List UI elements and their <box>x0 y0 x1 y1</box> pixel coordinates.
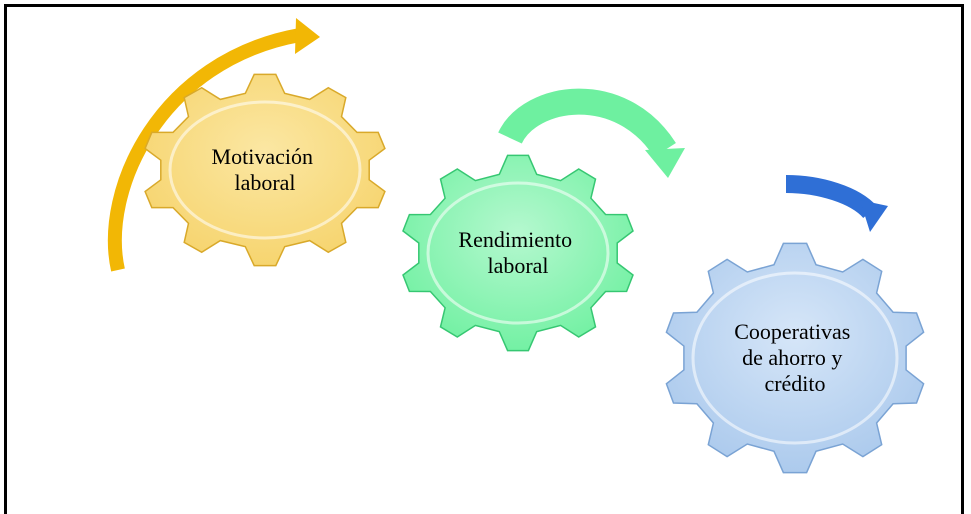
gear-label-line: crédito <box>764 371 825 396</box>
gear-motivacion: Motivación laboral <box>144 73 386 267</box>
gear-label-line: Motivación <box>212 144 313 169</box>
gear-cooperativas: Cooperativas de ahorro y crédito <box>665 242 925 474</box>
gear-motivacion-label: Motivación laboral <box>212 144 319 195</box>
gear-label-line: laboral <box>234 170 295 195</box>
gear-label-line: de ahorro y <box>742 345 842 370</box>
gear-rendimiento-label: Rendimiento laboral <box>458 227 577 278</box>
gear-label-line: laboral <box>487 253 548 278</box>
gear-label-line: Rendimiento <box>458 227 572 252</box>
arrow-motivacion <box>107 18 320 272</box>
diagram-frame <box>4 4 964 514</box>
arrow-rendimiento <box>498 88 685 178</box>
gear-rendimiento: Rendimiento laboral <box>402 154 634 352</box>
gear-cooperativas-label: Cooperativas de ahorro y crédito <box>734 319 856 396</box>
arrow-cooperativas <box>785 175 888 232</box>
gear-label-line: Cooperativas <box>734 319 850 344</box>
